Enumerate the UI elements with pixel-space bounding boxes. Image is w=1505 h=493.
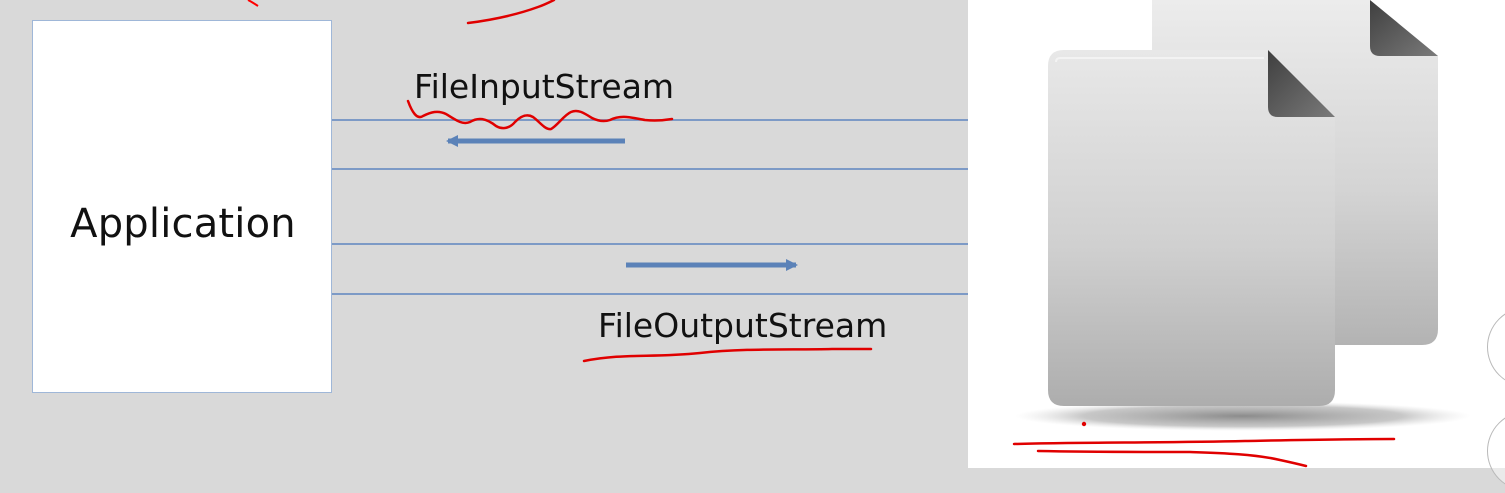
file-underline-lower	[1036, 449, 1308, 468]
front-document-icon	[1048, 50, 1335, 406]
top-annotation-mark	[247, 0, 259, 7]
file-input-stream-squiggle	[406, 99, 674, 131]
file-output-stream-label: FileOutputStream	[598, 306, 888, 345]
file-annotation-dot	[1081, 421, 1087, 427]
file-output-stream-underline	[582, 347, 873, 363]
file-underline-upper	[1012, 437, 1396, 446]
file-input-stream-label: FileInputStream	[414, 67, 675, 106]
application-box: Application	[32, 20, 332, 393]
document-shadow	[1015, 401, 1471, 431]
application-label: Application	[70, 201, 296, 247]
top-annotation-curve	[466, 0, 556, 25]
